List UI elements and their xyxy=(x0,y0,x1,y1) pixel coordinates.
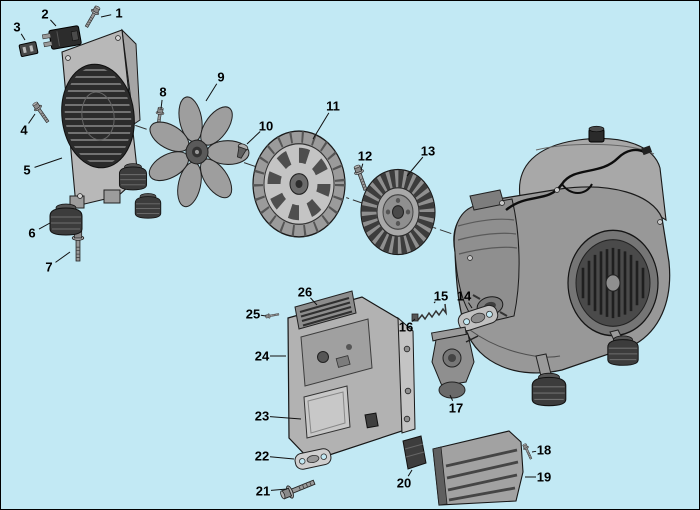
callout-label-3: 3 xyxy=(13,20,20,35)
callout-label-11: 11 xyxy=(326,99,340,114)
callout-leader-15 xyxy=(433,301,436,304)
callout-label-2: 2 xyxy=(41,7,48,22)
callout-label-9: 9 xyxy=(217,70,224,85)
callout-leader-16 xyxy=(411,318,416,323)
callout-leader-8 xyxy=(160,99,163,110)
recoil-starter-cover xyxy=(567,229,659,337)
callout-label-15: 15 xyxy=(434,289,448,304)
callout-leader-9 xyxy=(205,83,218,102)
callout-leader-3 xyxy=(20,33,26,41)
front-panel xyxy=(287,290,416,462)
carburetor xyxy=(430,326,479,399)
callout-leader-1 xyxy=(100,14,112,18)
wiring-connector xyxy=(41,25,82,50)
exhaust-gasket-22 xyxy=(294,448,332,470)
callout-leader-26 xyxy=(310,297,318,306)
callout-leader-21 xyxy=(270,488,288,491)
callout-leader-7 xyxy=(55,251,71,263)
cooling-fins xyxy=(457,218,518,255)
engine-assembly xyxy=(453,125,671,407)
callout-leader-22 xyxy=(269,456,295,460)
callout-leader-5 xyxy=(34,157,63,168)
cover-ribs xyxy=(445,448,519,502)
callout-leader-25 xyxy=(260,314,267,317)
small-plug xyxy=(18,41,39,57)
callout-label-25: 25 xyxy=(246,307,260,322)
side-cover-19 xyxy=(432,430,524,506)
callout-label-7: 7 xyxy=(45,260,52,275)
callout-label-19: 19 xyxy=(537,470,551,485)
callout-label-22: 22 xyxy=(255,449,269,464)
callout-label-5: 5 xyxy=(23,163,30,178)
callout-leader-23 xyxy=(269,416,302,420)
callout-label-6: 6 xyxy=(28,226,35,241)
panel-recess xyxy=(300,318,373,387)
air-filter-block xyxy=(402,435,427,470)
flywheel xyxy=(252,130,346,238)
callout-leader-11 xyxy=(312,112,330,140)
callout-leader-12 xyxy=(360,163,364,171)
callout-label-18: 18 xyxy=(537,443,551,458)
callout-label-12: 12 xyxy=(358,149,372,164)
governor-spring xyxy=(417,303,448,321)
callout-label-4: 4 xyxy=(20,123,28,138)
fan-housing-plate xyxy=(59,28,141,209)
callout-label-20: 20 xyxy=(397,476,411,491)
callout-leader-17 xyxy=(449,394,454,401)
callout-label-26: 26 xyxy=(298,285,312,300)
callout-label-13: 13 xyxy=(421,144,435,159)
callout-leader-14 xyxy=(468,302,473,309)
callout-label-16: 16 xyxy=(399,320,413,335)
carb-float-bowl xyxy=(438,381,466,399)
panel-cutout xyxy=(364,412,379,429)
wire-harness xyxy=(505,148,645,211)
callout-label-1: 1 xyxy=(115,6,122,21)
callout-label-8: 8 xyxy=(159,85,166,100)
carb-gasket-14 xyxy=(457,304,499,332)
callout-leader-18 xyxy=(531,450,537,453)
callout-leader-2 xyxy=(50,19,57,27)
callout-leader-20 xyxy=(407,469,413,477)
callout-leader-10 xyxy=(246,131,261,145)
callout-label-10: 10 xyxy=(259,119,273,134)
callout-leader-13 xyxy=(406,156,424,177)
callout-label-17: 17 xyxy=(449,401,463,416)
collar-washer xyxy=(236,143,249,159)
cylinder-head xyxy=(453,198,520,325)
callout-leader-6 xyxy=(38,222,51,230)
panel-flange xyxy=(397,316,416,434)
callout-label-14: 14 xyxy=(457,289,472,304)
spring-clip xyxy=(411,313,419,322)
callout-leader-4 xyxy=(28,113,36,124)
stator xyxy=(360,168,436,256)
callout-label-21: 21 xyxy=(256,484,270,499)
callout-label-24: 24 xyxy=(255,349,270,364)
callout-label-23: 23 xyxy=(255,409,269,424)
harness-connector xyxy=(641,145,653,156)
